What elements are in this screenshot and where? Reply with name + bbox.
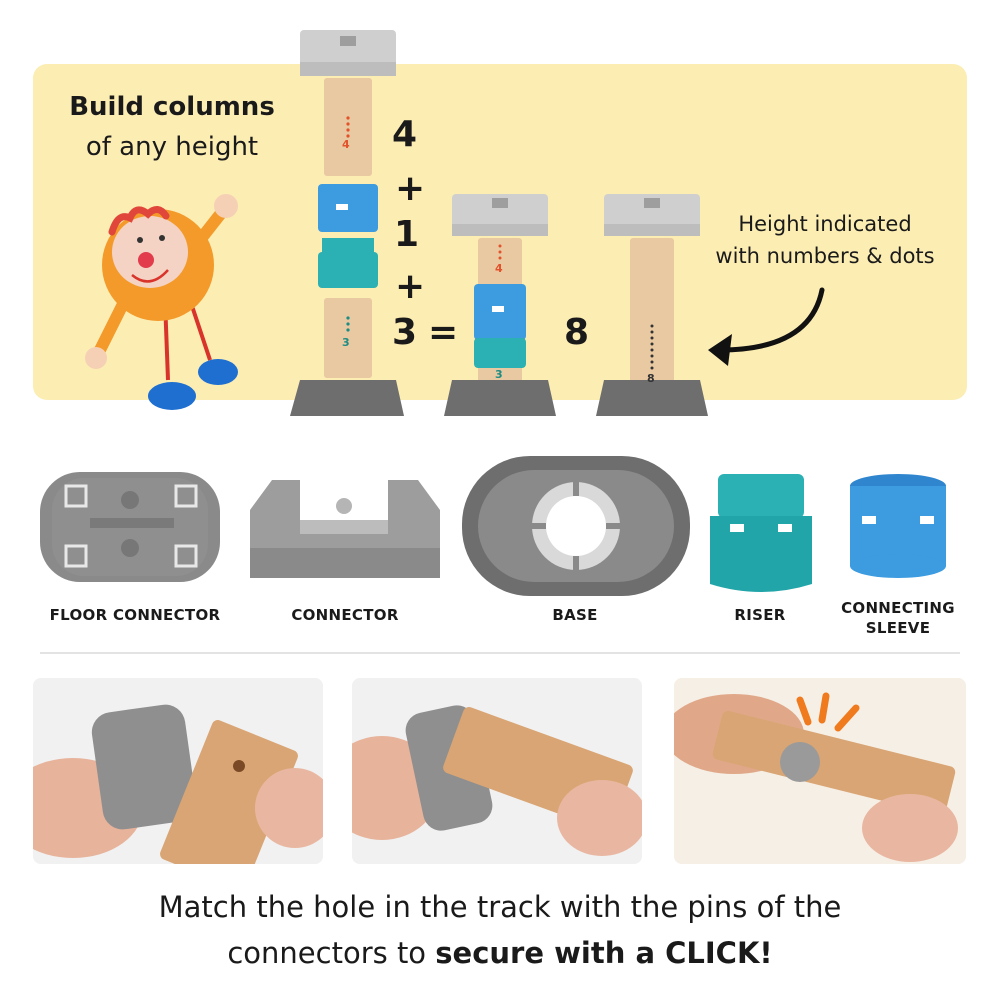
floor-connector-part	[40, 472, 220, 582]
label-base: BASE	[552, 606, 598, 624]
equation-result-8: 8	[564, 312, 590, 353]
riser-part	[710, 474, 812, 592]
photo-step-3	[674, 678, 966, 864]
connecting-sleeve-part	[850, 474, 946, 578]
equation-plus-1: +	[395, 168, 426, 209]
equation-equals: =	[428, 312, 459, 353]
connector-part	[250, 480, 440, 578]
mascot-character-icon	[85, 194, 238, 410]
right-column-stack	[596, 194, 708, 416]
photo-step-1	[33, 678, 323, 864]
height-hint: Height indicated with numbers & dots	[700, 208, 950, 272]
equation-digit-3: 3	[392, 312, 418, 353]
label-floor-connector: FLOOR CONNECTOR	[49, 606, 221, 624]
label-riser: RISER	[734, 606, 786, 624]
hint-line-1: Height indicated	[738, 212, 912, 236]
caption-line-2-bold: secure with a CLICK!	[435, 936, 773, 970]
click-burst-icon	[796, 692, 860, 732]
caption-line-2-plain: connectors to	[227, 936, 436, 970]
photo-step-2-illustration	[352, 678, 642, 864]
photo-step-1-illustration	[33, 678, 323, 864]
base-part	[462, 456, 690, 596]
middle-column-stack	[444, 194, 556, 416]
hint-line-2: with numbers & dots	[715, 244, 935, 268]
equation-digit-1: 1	[394, 214, 420, 255]
section-divider	[40, 652, 960, 654]
headline: Build columns	[69, 92, 275, 122]
equation-digit-4: 4	[392, 114, 418, 155]
mid-column-number-3: 3	[495, 368, 503, 381]
bottom-caption: Match the hole in the track with the pin…	[20, 884, 980, 976]
column-number-3: 3	[342, 336, 350, 349]
subline: of any height	[85, 132, 259, 162]
label-sleeve-line-1: CONNECTING	[841, 599, 955, 617]
label-connector: CONNECTOR	[291, 606, 399, 624]
caption-line-1: Match the hole in the track with the pin…	[158, 890, 842, 924]
label-sleeve-line-2: SLEEVE	[865, 619, 931, 637]
column-number-4: 4	[342, 138, 350, 151]
caption-line-2: connectors to secure with a CLICK!	[20, 930, 980, 976]
photo-step-3-illustration	[674, 678, 966, 864]
mid-column-number-4: 4	[495, 262, 503, 275]
equation-plus-2: +	[395, 266, 426, 307]
photo-step-2	[352, 678, 642, 864]
right-column-number-8: 8	[647, 372, 655, 385]
curved-arrow-icon	[708, 287, 825, 366]
tall-column-stack	[290, 30, 404, 416]
label-connecting-sleeve: CONNECTING SLEEVE	[828, 598, 968, 638]
